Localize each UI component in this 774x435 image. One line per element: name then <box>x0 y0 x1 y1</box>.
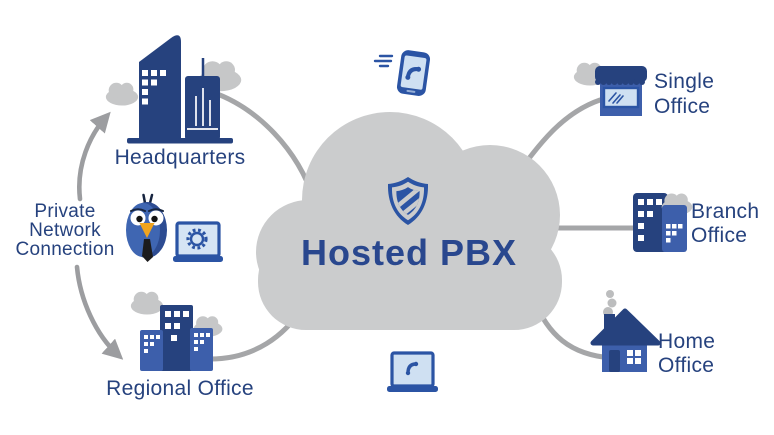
laptop-call-icon <box>387 351 438 392</box>
label-home-office-line2: Office <box>658 354 715 377</box>
label-branch-office-line1: Branch <box>691 200 760 223</box>
label-branch-office: Branch Office <box>691 200 759 248</box>
laptop-settings-icon <box>173 221 223 262</box>
branch-office-buildings <box>633 193 693 252</box>
label-headquarters: Headquarters <box>114 146 246 169</box>
single-office-storefront <box>573 62 647 116</box>
label-private-network-line2: Network <box>29 220 101 241</box>
label-private-network-line1: Private <box>34 201 96 222</box>
regional-office-buildings <box>130 291 223 371</box>
label-branch-office-line2: Office <box>691 224 748 247</box>
private-network-arrows <box>74 111 124 360</box>
arrow-private-to-regional <box>74 264 124 360</box>
cloud-shape <box>256 112 562 330</box>
cloud-puff <box>105 82 139 106</box>
label-home-office-line1: Home <box>658 330 716 353</box>
arrow-private-to-headquarters <box>77 111 111 202</box>
shield-icon <box>387 177 429 225</box>
chimney-smoke <box>603 290 617 317</box>
headquarters-buildings <box>105 35 242 144</box>
label-private-network: Private Network Connection <box>6 202 124 259</box>
cloud-puff <box>130 291 164 315</box>
label-single-office: Single Office <box>654 69 714 119</box>
label-private-network-line3: Connection <box>15 239 115 260</box>
mobile-phone-call-icon <box>373 50 431 96</box>
gear-icon <box>189 231 205 247</box>
home-office-house <box>590 290 661 372</box>
speed-lines <box>373 54 394 68</box>
label-regional-office: Regional Office <box>106 377 254 400</box>
label-home-office: Home Office <box>658 330 715 378</box>
cloud-title: Hosted PBX <box>300 232 518 273</box>
bird-mascot-icon <box>126 193 167 262</box>
label-single-office-line2: Office <box>654 95 711 118</box>
label-single-office-line1: Single <box>654 70 715 93</box>
